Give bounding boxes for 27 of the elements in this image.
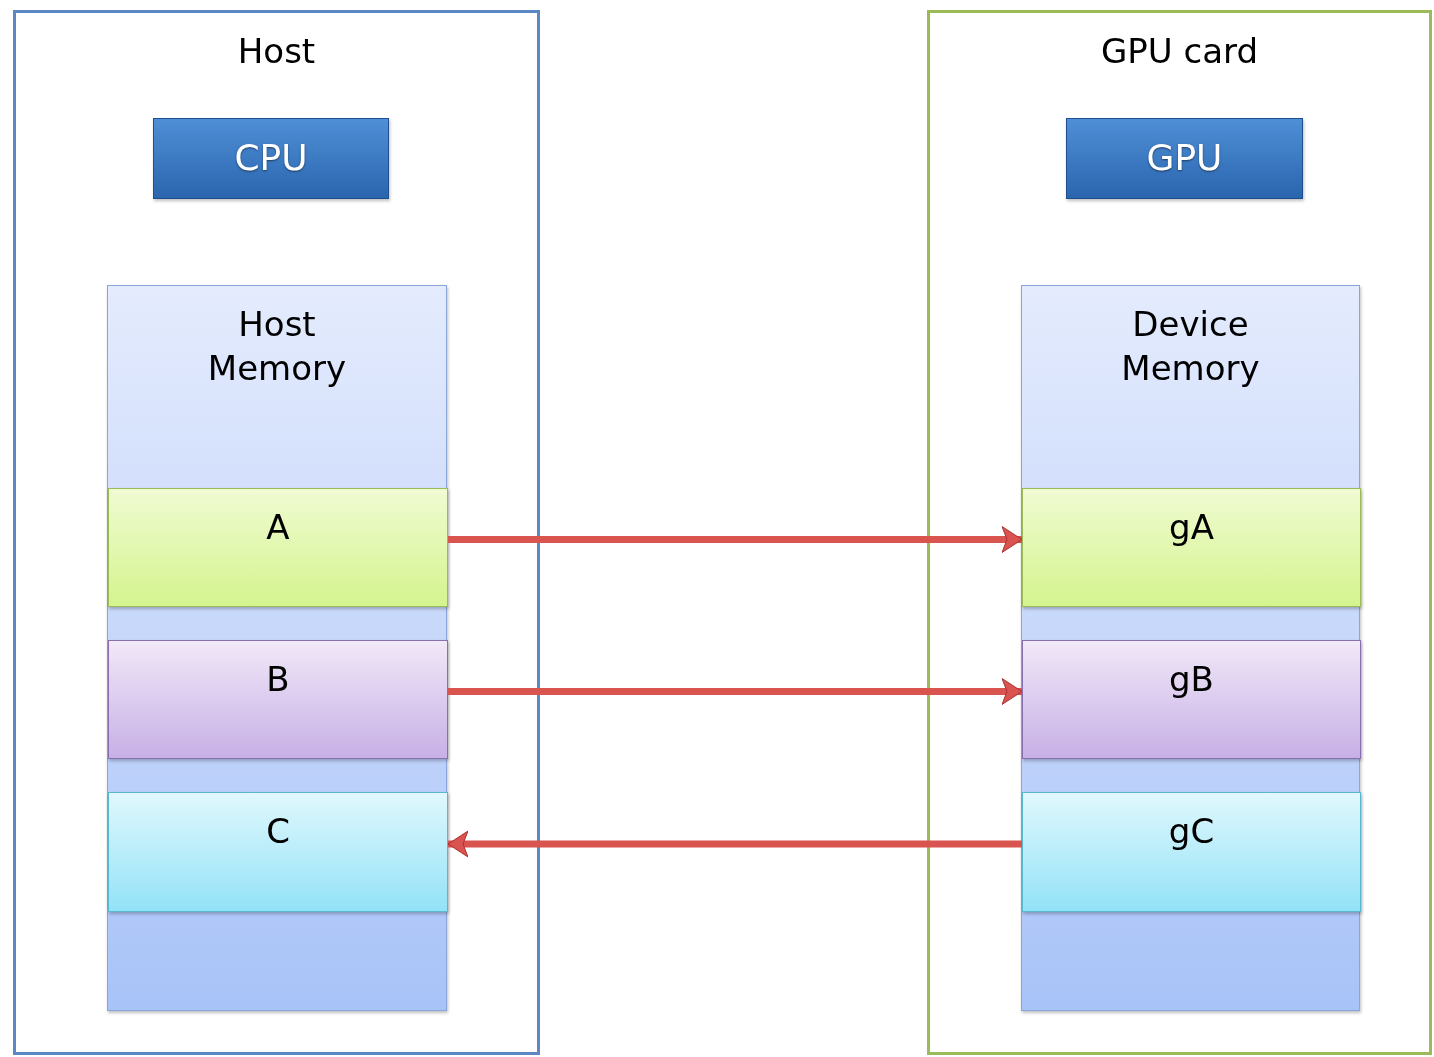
- memory-label: B: [265, 658, 291, 701]
- memory-block: [1022, 488, 1361, 607]
- arrow: [448, 678, 1023, 705]
- processor-box: [153, 118, 389, 199]
- memory-label: Device Memory: [1120, 303, 1261, 391]
- container-box: [927, 10, 1432, 1055]
- memory-label: gC: [1167, 810, 1216, 853]
- processor-label: GPU: [1145, 136, 1224, 180]
- memory-block: [1022, 640, 1361, 759]
- memory-block: [1022, 792, 1361, 912]
- memory-box: [107, 285, 447, 1011]
- memory-label: A: [265, 506, 291, 549]
- processor-label: CPU: [233, 136, 309, 180]
- memory-block: [108, 792, 448, 912]
- memory-label: gA: [1168, 506, 1215, 549]
- memory-label: gB: [1168, 658, 1215, 701]
- container-title: Host: [236, 30, 317, 73]
- memory-box: [1021, 285, 1360, 1011]
- memory-block: [108, 640, 448, 759]
- arrow: [447, 830, 1022, 858]
- memory-block: [108, 488, 448, 607]
- processor-box: [1066, 118, 1303, 199]
- memory-label: Host Memory: [206, 303, 348, 391]
- memory-label: C: [265, 810, 291, 853]
- container-title: GPU card: [1099, 30, 1259, 73]
- container-box: [13, 10, 540, 1055]
- arrow: [448, 526, 1023, 553]
